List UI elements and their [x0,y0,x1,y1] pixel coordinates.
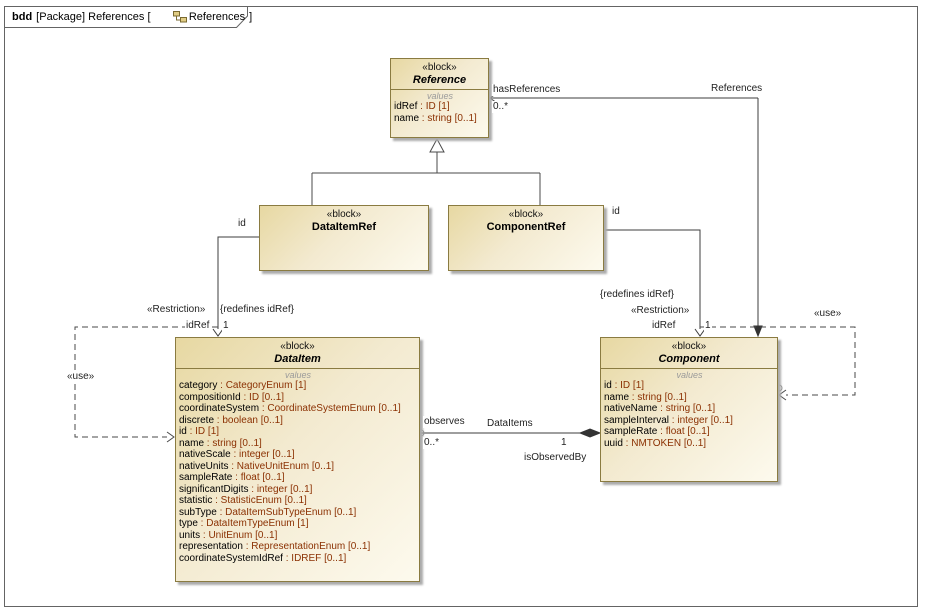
stereotype-label: «block» [280,341,315,352]
stereotype-use-label: «use» [813,308,843,320]
multiplicity-label: 0..* [423,437,441,449]
open-arrow-icon [166,431,175,443]
attribute-row: name : string [0..1] [394,112,477,124]
stereotype-restriction-label: «Restriction» [146,304,207,316]
attribute-row: name : string [0..1] [604,391,687,403]
attribute-row: coordinateSystemIdRef : IDREF [0..1] [179,552,347,564]
association-role-label: hasReferences [492,84,562,96]
multiplicity-label: 1 [704,320,712,332]
role-label-id-left: id [237,218,247,230]
block-dataitemref[interactable]: «block» DataItemRef [259,205,429,271]
values-compartment-label: values [676,370,703,380]
attribute-row: units : UnitEnum [0..1] [179,529,278,541]
stereotype-label: «block» [671,341,707,352]
open-arrow-icon [694,328,706,337]
association-name-label: References [710,83,764,95]
multiplicity-label: 1 [222,320,230,332]
use-dependency-left-connector[interactable] [74,326,218,438]
redefines-constraint-label: {redefines idRef} [219,304,295,316]
role-label-id-right: id [611,206,621,218]
values-compartment: values id : ID [1] name : string [0..1] … [601,368,777,449]
block-header: «block» DataItemRef [260,206,428,234]
attribute-row: sampleInterval : integer [0..1] [604,414,733,426]
block-name: DataItemRef [311,221,377,233]
attribute-row: coordinateSystem : CoordinateSystemEnum … [179,403,401,414]
block-header: «block» ComponentRef [449,206,603,234]
block-header: «block» Component [601,338,777,366]
generalization-triangle-icon [429,137,445,153]
block-reference[interactable]: «block» Reference values idRef : ID [1] … [390,58,489,138]
composition-diamond-icon [578,428,602,438]
filled-arrow-icon [753,325,763,338]
block-name: ComponentRef [486,221,566,233]
attribute-row: idRef : ID [1] [394,101,450,112]
values-compartment: values idRef : ID [1] name : string [0..… [391,89,488,124]
block-dataitem[interactable]: «block» DataItem values category : Categ… [175,337,420,582]
attribute-row: statistic : StatisticEnum [0..1] [179,495,307,506]
attribute-row: nativeUnits : NativeUnitEnum [0..1] [179,460,335,472]
id-restriction-right-connector[interactable] [604,229,701,329]
diagram-name-label: References [188,11,246,23]
diagram-kind-label: bdd [12,11,33,23]
stereotype-restriction-label: «Restriction» [630,305,691,317]
bdd-diagram-icon [155,11,187,23]
attribute-row: nativeScale : integer [0..1] [179,449,295,460]
attribute-row: id : ID [1] [179,426,220,437]
stereotype-label: «block» [422,62,457,73]
attribute-row: discrete : boolean [0..1] [179,414,283,426]
block-name: DataItem [274,353,321,365]
open-arrow-icon [212,328,224,337]
stereotype-use-label: «use» [66,371,96,383]
block-name: Component [658,353,720,365]
attribute-row: name : string [0..1] [179,437,262,449]
role-label-idref-left: idRef [185,320,211,332]
attribute-row: compositionId : ID [0..1] [179,391,285,403]
multiplicity-label: 0..* [492,101,510,113]
diagram-frame [4,6,918,607]
attribute-row: subType : DataItemSubTypeEnum [0..1] [179,506,357,518]
attribute-row: nativeName : string [0..1] [604,403,716,414]
diagram-context-label: [Package] References [ [36,11,151,23]
attribute-row: category : CategoryEnum [1] [179,380,307,391]
role-label-idref-right: idRef [651,320,677,332]
id-restriction-left-connector[interactable] [217,236,259,329]
attribute-row: sampleRate : float [0..1] [604,426,710,437]
association-role-label: DataItems [486,418,534,430]
stereotype-label: «block» [326,209,362,220]
block-component[interactable]: «block» Component values id : ID [1] nam… [600,337,778,482]
block-header: «block» Reference [391,59,488,87]
values-compartment-label: values [426,91,453,101]
block-componentref[interactable]: «block» ComponentRef [448,205,604,271]
attribute-row: representation : RepresentationEnum [0..… [179,541,371,552]
block-header: «block» DataItem [176,338,419,366]
association-role-label: observes [423,416,466,428]
redefines-constraint-label: {redefines idRef} [599,289,675,301]
block-name: Reference [412,74,467,86]
multiplicity-label: 1 [560,437,568,449]
values-compartment: values category : CategoryEnum [1] compo… [176,368,419,564]
attribute-row: significantDigits : integer [0..1] [179,483,313,495]
diagram-title-suffix: ] [249,11,253,23]
stereotype-label: «block» [508,209,544,220]
open-arrow-icon [778,389,787,401]
association-name-label: isObservedBy [523,452,588,464]
attribute-row: sampleRate : float [0..1] [179,472,285,483]
attribute-row: id : ID [1] [604,380,645,391]
attribute-row: type : DataItemTypeEnum [1] [179,518,309,529]
values-compartment-label: values [284,370,311,380]
diagram-frame-title: bdd [Package] References [ References ] [12,9,252,25]
generalization-connector[interactable] [311,152,541,205]
attribute-row: uuid : NMTOKEN [0..1] [604,437,707,449]
